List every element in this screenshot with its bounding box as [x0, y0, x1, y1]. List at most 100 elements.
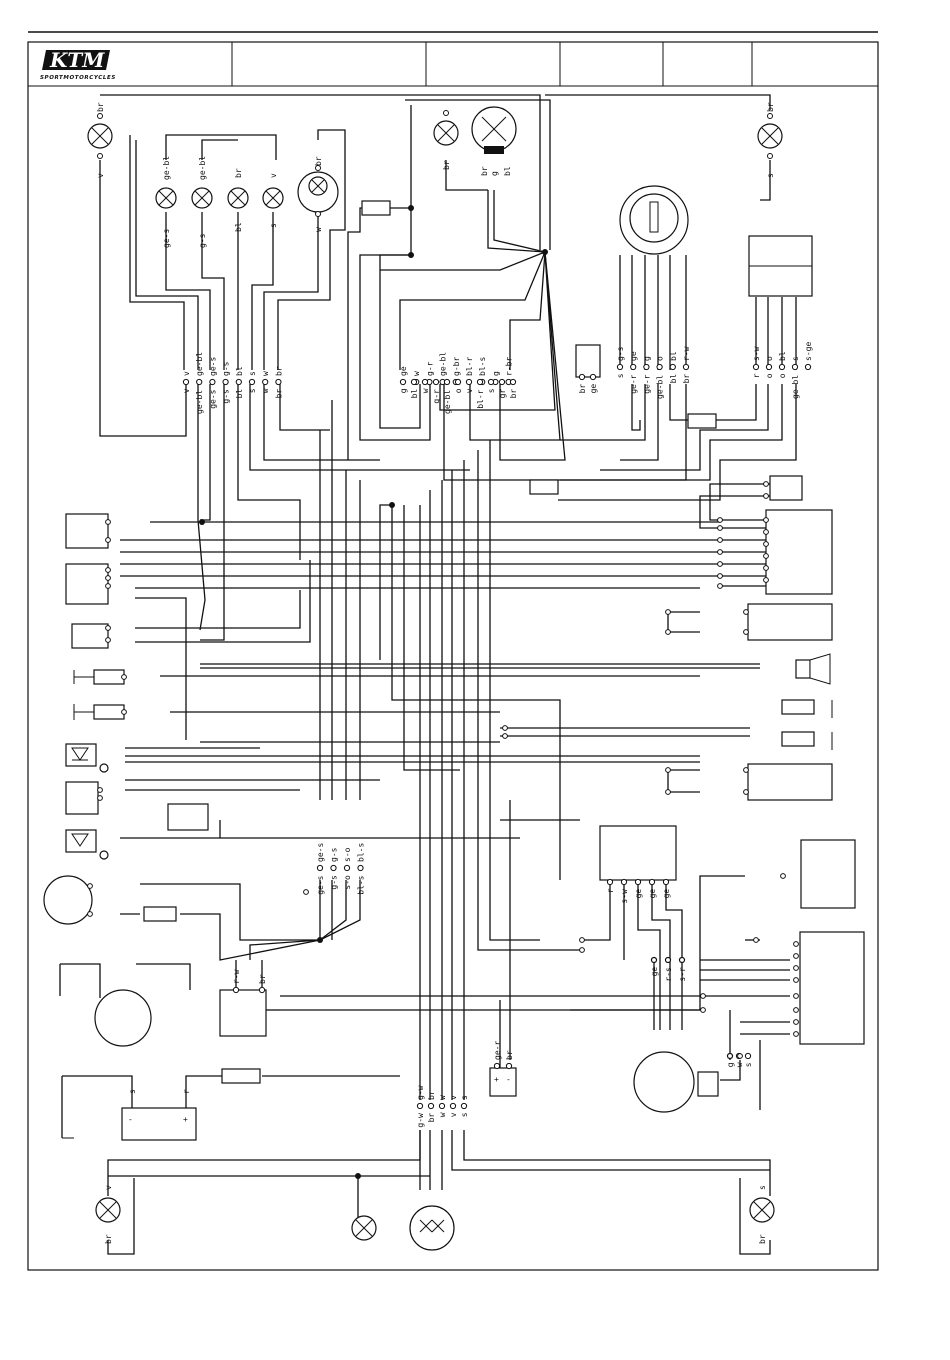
wire-color-label: s [744, 1062, 753, 1067]
wire-color-label: g-s [330, 875, 339, 890]
wire-color-label: bl-r [476, 389, 485, 408]
connector-pin [222, 378, 229, 386]
connector-pin [752, 363, 760, 371]
lamp-wire-label: br [766, 102, 775, 112]
lamp-wire-label: v [96, 173, 105, 178]
wire-color-label: br [509, 389, 518, 399]
connector-pin [778, 363, 786, 371]
connector-pin [793, 977, 799, 983]
wire-color-label: s-ge [804, 342, 813, 361]
fuse-box: + - [489, 1067, 517, 1097]
wire-color-label: ge-bl [439, 352, 448, 376]
wire-color-label: br [427, 1090, 436, 1100]
connector-pin [248, 378, 256, 386]
wire-color-label: g-br [452, 357, 461, 376]
wire-color-label: v [465, 388, 474, 393]
connector-pin [648, 878, 656, 886]
connector-pin [476, 378, 484, 386]
lamp-wire-label: br [480, 166, 489, 176]
wire-color-label: ge-r [642, 374, 651, 393]
connector-pin [182, 378, 190, 386]
wire-color-label: ge [634, 889, 643, 899]
battery-pos: + [183, 1115, 188, 1124]
lamp-wire-label: ge-bl [162, 156, 171, 180]
wire-color-label: g-s [330, 847, 339, 862]
wire-color-label: g-r [432, 389, 441, 404]
wire-color-label: r [606, 888, 615, 893]
connector-pin [502, 733, 508, 739]
wire-color-label: s-o [343, 875, 352, 890]
control-unit-top [748, 235, 813, 297]
connector-pin [669, 363, 676, 371]
lamp-wire-label: br [234, 168, 243, 178]
wire-color-label: r-s [664, 967, 673, 982]
connector-pin [793, 1031, 799, 1037]
wire-color-label: g [642, 356, 651, 361]
wire-color-label: ge-r [493, 1041, 502, 1060]
fuse [361, 200, 391, 216]
wire-color-label: ge [589, 384, 598, 394]
wire-color-label: ge-r [629, 374, 638, 393]
control-unit [800, 839, 856, 909]
wire-color-label: s-w [752, 346, 761, 361]
horn [43, 875, 93, 925]
relay-box [65, 563, 109, 605]
wire-color-label: w [261, 371, 270, 376]
wire-color-label: ge-bl [195, 390, 204, 414]
connector-pin [717, 525, 723, 531]
connector-pin [105, 575, 111, 581]
wiring-harness [59, 94, 797, 1255]
connector-pin [700, 993, 706, 999]
starter-motor [94, 989, 152, 1047]
connector-pin [97, 787, 103, 793]
connector-pin [330, 864, 337, 872]
connector-pin [791, 363, 799, 371]
wire-color-label: o [656, 356, 665, 361]
connector-pin [87, 911, 93, 917]
wire-color-label: ge-s [316, 875, 325, 894]
connector-block [765, 509, 833, 595]
battery-wire-label: s [128, 1089, 137, 1094]
wire-color-label: g [399, 388, 408, 393]
warning-lamp: br bl [227, 168, 249, 232]
connector-pin [744, 1052, 752, 1060]
lamp-wire-label: br [758, 1234, 767, 1244]
regulator [599, 825, 677, 881]
wire-color-label: v [182, 371, 191, 376]
connector-pin [743, 609, 749, 615]
wire-color-label: w [438, 1095, 447, 1100]
wire-color-label: r-w [682, 346, 691, 361]
wire-color-label: bl [235, 389, 244, 399]
connector-pin [579, 947, 585, 953]
connector-pin [763, 493, 769, 499]
wire-color-label: ge [629, 351, 638, 361]
connector-pin [682, 363, 690, 371]
connector-pin [765, 363, 773, 371]
wire-color-label: w [735, 1062, 744, 1067]
connector-pin [121, 709, 127, 715]
wire-color-label: v [449, 1095, 458, 1100]
connector-pin [662, 878, 670, 886]
battery: - + s r [62, 1089, 197, 1141]
switch [781, 731, 815, 747]
connector-pin [717, 573, 723, 579]
connector-pin [606, 878, 614, 886]
wire-color-label: s [460, 1095, 469, 1100]
connector-pin [793, 993, 799, 999]
wire-color-label: ge-bl [791, 375, 800, 399]
connector-pin [589, 373, 597, 381]
wire-color-label: v [182, 388, 191, 393]
battery-neg: - [128, 1115, 133, 1124]
connector-pin [105, 567, 111, 573]
lamp-wire-label: bl [234, 222, 243, 232]
wire-color-label: g-r [425, 361, 434, 376]
connector-pin [780, 873, 786, 879]
connector-pin [717, 517, 723, 523]
connector-pin [262, 378, 269, 386]
wire-color-label: ge-s [208, 389, 217, 408]
wire-color-label: ge-bl [443, 390, 452, 414]
lamp-wire-label: w [314, 227, 323, 232]
connector-pin [634, 878, 642, 886]
connector-pin [316, 864, 324, 872]
